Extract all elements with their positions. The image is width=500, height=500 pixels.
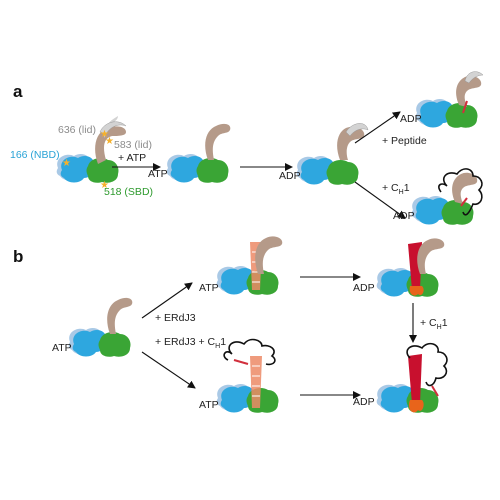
label-site-583: 583 (lid) — [114, 139, 152, 151]
sbd-domain — [98, 332, 131, 357]
lid-domain — [337, 126, 365, 160]
star-583: ★ — [105, 136, 114, 147]
bip-atp-erdj3-state — [216, 236, 283, 295]
nucleotide-adp-1: ADP — [279, 170, 301, 182]
lid-domain — [95, 126, 126, 164]
bip-adp-erdj3-state — [376, 238, 445, 297]
erdj3-j-domain — [408, 400, 424, 413]
lid-helix-light — [345, 123, 369, 137]
bound-ch1-segment — [460, 197, 468, 207]
label-site-636: 636 (lid) — [58, 124, 96, 136]
bip-atp-state — [166, 123, 231, 183]
lid-domain — [205, 123, 231, 160]
label-add-ch1-a: + CH1 — [382, 182, 410, 196]
erdj3-cochaperone — [250, 356, 262, 408]
erdj3-cochaperone-bound — [408, 354, 422, 404]
sbd-domain — [326, 160, 359, 185]
star-518: ★ — [100, 180, 109, 191]
label-add-erdj3-ch1: + ERdJ3 + CH1 — [155, 336, 226, 350]
nucleotide-atp-bottom: ATP — [199, 399, 219, 411]
lid-helix-light — [99, 121, 127, 135]
arrow-add-erdj3-ch1 — [141, 351, 196, 389]
bip-apo-state — [56, 116, 127, 183]
bip-adp-peptide-state — [415, 71, 484, 128]
bound-ch1-segment — [431, 385, 439, 397]
sbd-domain — [246, 388, 279, 413]
lid-helix-light — [464, 71, 484, 84]
nucleotide-adp-3: ADP — [393, 210, 415, 222]
panel-b-label: b — [13, 247, 23, 266]
bip-adp-state — [296, 123, 369, 185]
label-add-peptide: + Peptide — [382, 135, 427, 147]
bip-atp-start-state — [68, 297, 133, 357]
client-ch1 — [438, 168, 483, 216]
label-site-166: 166 (NBD) — [10, 149, 60, 161]
client-ch1 — [406, 342, 448, 387]
arrow-add-ch1-a — [354, 181, 406, 219]
label-add-ch1-b: + CH1 — [420, 317, 448, 331]
bip-atp-erdj3-ch1-state — [216, 338, 279, 413]
nucleotide-adp-top: ADP — [353, 282, 375, 294]
label-add-atp: + ATP — [118, 152, 146, 164]
lid-domain — [417, 238, 445, 274]
sbd-domain — [445, 103, 478, 128]
nucleotide-adp-2: ADP — [400, 113, 422, 125]
arrow-add-erdj3 — [141, 282, 193, 319]
lid-domain — [255, 236, 283, 274]
lid-domain — [107, 297, 133, 334]
sbd-domain — [196, 158, 229, 183]
label-site-518: 518 (SBD) — [104, 186, 153, 198]
panel-a-label: a — [13, 82, 23, 101]
arrow-add-peptide — [354, 111, 401, 144]
bip-adp-ch1-state — [411, 168, 483, 225]
erdj3-j-domain — [409, 286, 424, 296]
bound-ch1-segment — [233, 359, 249, 365]
nucleotide-atp-top: ATP — [199, 282, 219, 294]
lid-domain — [456, 75, 482, 107]
nucleotide-adp-bottom: ADP — [353, 396, 375, 408]
client-ch1 — [223, 338, 276, 366]
star-166: ★ — [62, 158, 71, 169]
label-add-erdj3: + ERdJ3 — [155, 312, 196, 324]
bound-peptide — [462, 100, 468, 114]
nucleotide-atp-1: ATP — [148, 168, 168, 180]
star-636: ★ — [100, 129, 109, 140]
lid-domain — [452, 172, 478, 204]
bip-adp-erdj3-ch1-state — [376, 342, 448, 413]
nucleotide-atp-start: ATP — [52, 342, 72, 354]
